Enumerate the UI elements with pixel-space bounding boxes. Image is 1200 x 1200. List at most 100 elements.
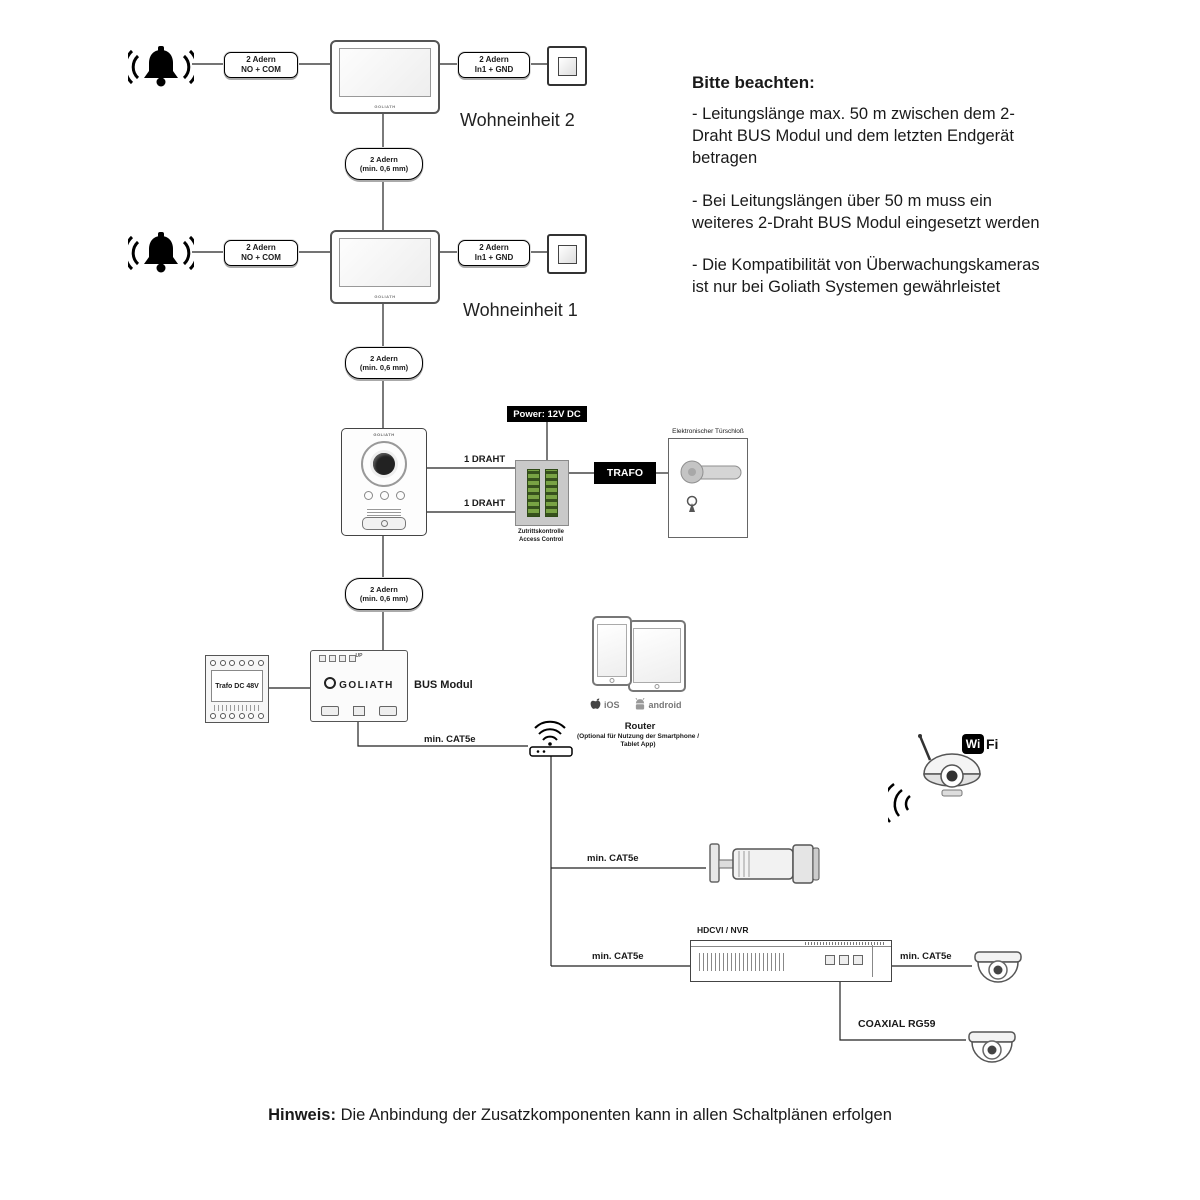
terminal-row-top: [210, 659, 264, 667]
router-icon: [529, 720, 573, 757]
indoor-monitor-unit1: GOLIATH: [330, 230, 440, 304]
goliath-logo: GOLIATH: [374, 294, 396, 299]
cat5e-label-dome: min. CAT5e: [900, 951, 952, 962]
nvr-endcap: [872, 945, 873, 977]
connector-icon: [353, 706, 365, 716]
cat5e-label-bullet: min. CAT5e: [587, 853, 639, 864]
tablet-screen: [633, 628, 681, 683]
footer-bold: Hinweis:: [268, 1106, 336, 1124]
dome-camera-icon: [974, 951, 1022, 983]
terminal-block: [526, 469, 540, 517]
home-button: [654, 683, 660, 689]
pill-line: 2 Adern: [246, 243, 276, 253]
terminal-row-bottom: [210, 712, 264, 720]
nvr-recorder: [690, 940, 892, 982]
cat5e-label-router: min. CAT5e: [424, 734, 476, 745]
ios-text: iOS: [604, 699, 620, 710]
oval-line: 2 Adern: [370, 353, 398, 363]
unit1-title: Wohneinheit 1: [463, 300, 578, 320]
pill-line: 2 Adern: [479, 243, 509, 253]
pill-line: NO + COM: [241, 65, 281, 74]
goliath-logo: GOLIATH: [373, 432, 395, 437]
doorbell-button-unit1: [547, 234, 587, 274]
power-label: Power: 12V DC: [507, 406, 587, 422]
cable-pill-in1-gnd-2: 2 Adern In1 + GND: [458, 52, 530, 78]
wifi-wi-text: Wi: [962, 734, 984, 754]
router-subtitle: (Optional für Nutzung der Smartphone / T…: [576, 733, 700, 749]
terminal-block: [544, 469, 558, 517]
smartphone-icon: [592, 616, 632, 686]
access-control-module: [515, 460, 569, 526]
oval-line: (min. 0,6 mm): [359, 363, 409, 372]
cable-pill-in1-gnd-1: 2 Adern In1 + GND: [458, 240, 530, 266]
cat5e-label-nvr: min. CAT5e: [592, 951, 644, 962]
key-icon: [379, 491, 389, 500]
nvr-vents: [699, 953, 785, 971]
note-paragraph: - Die Kompatibilität von Überwachungskam…: [692, 256, 1040, 297]
monitor-screen: [339, 48, 431, 97]
power-label-text: Power: 12V DC: [513, 408, 581, 420]
goliath-logo: GOLIATH: [374, 104, 396, 109]
vent-slots: [214, 705, 260, 711]
trafo-text: TRAFO: [606, 467, 644, 479]
caption-line: Zutrittskontrolle: [518, 529, 564, 535]
lan-port-icon: [379, 706, 397, 716]
usb-port-icon: [321, 706, 339, 716]
trafo-box: TRAFO: [594, 462, 656, 484]
dip-switches: [319, 654, 399, 662]
oval-line: 2 Adern: [370, 584, 398, 594]
platform-logos: iOS android: [590, 698, 682, 711]
android-logo: android: [634, 698, 682, 711]
unit2-title: Wohneinheit 2: [460, 110, 575, 130]
hdcvi-nvr-label: HDCVI / NVR: [697, 925, 749, 935]
trafo-din-text: Trafo DC 48V: [215, 682, 259, 690]
router-title: Router: [624, 721, 656, 732]
trafo-din-label: Trafo DC 48V: [211, 670, 263, 702]
android-text: android: [648, 699, 682, 710]
vent-dots: [805, 942, 885, 945]
doorbell-button-inner: [557, 244, 577, 264]
bus-module: UP GOLIATH: [310, 650, 408, 722]
pill-line: In1 + GND: [474, 65, 514, 74]
pill-line: In1 + GND: [474, 253, 514, 262]
doorbell-chime-icon: [128, 46, 194, 87]
call-button: [362, 517, 406, 530]
goliath-emblem-icon: [324, 677, 337, 689]
doorbell-chime-icon: [128, 232, 194, 273]
oval-line: (min. 0,6 mm): [359, 594, 409, 603]
pill-line: NO + COM: [241, 253, 281, 262]
footer-text: Die Anbindung der Zusatzkomponenten kann…: [335, 1106, 892, 1124]
wifi-camera-icon: [918, 734, 981, 797]
note-paragraph: - Bei Leitungslängen über 50 m muss ein …: [692, 191, 1040, 232]
smartphone-screen: [597, 624, 627, 677]
footer-note: Hinweis: Die Anbindung der Zusatzkompone…: [0, 1106, 1160, 1125]
key-icon: [395, 491, 405, 500]
doorbell-button-inner: [557, 56, 577, 76]
note-paragraph: - Leitungslänge max. 50 m zwischen dem 2…: [692, 105, 1015, 167]
oval-line: (min. 0,6 mm): [359, 164, 409, 173]
cable-oval-2adern-a: 2 Adern (min. 0,6 mm): [345, 148, 423, 180]
bullet-camera-icon: [709, 843, 820, 884]
caption-line: Access Control: [518, 537, 563, 544]
pill-line: 2 Adern: [479, 55, 509, 65]
wifi-brand-badge: Wi Fi: [962, 734, 998, 754]
draht-label-bottom: 1 DRAHT: [464, 498, 506, 509]
indoor-monitor-unit2: GOLIATH: [330, 40, 440, 114]
doorbell-button-unit2: [547, 46, 587, 86]
goliath-logo: GOLIATH: [311, 677, 407, 691]
ios-logo: iOS: [590, 698, 620, 711]
coaxial-label: COAXIAL RG59: [858, 1018, 936, 1030]
dome-camera-icon: [968, 1031, 1016, 1063]
oval-line: 2 Adern: [370, 154, 398, 164]
monitor-screen: [339, 238, 431, 287]
nvr-ports: [825, 955, 863, 965]
access-control-caption: Zutrittskontrolle Access Control: [498, 528, 584, 544]
door-lock-caption: Elektronischer Türschloß: [672, 428, 744, 435]
apple-icon: [590, 698, 601, 709]
speaker-grille: [367, 507, 401, 516]
cable-oval-2adern-c: 2 Adern (min. 0,6 mm): [345, 578, 423, 610]
pill-line: 2 Adern: [246, 55, 276, 65]
bus-ports: [321, 705, 397, 717]
home-button: [609, 677, 615, 683]
